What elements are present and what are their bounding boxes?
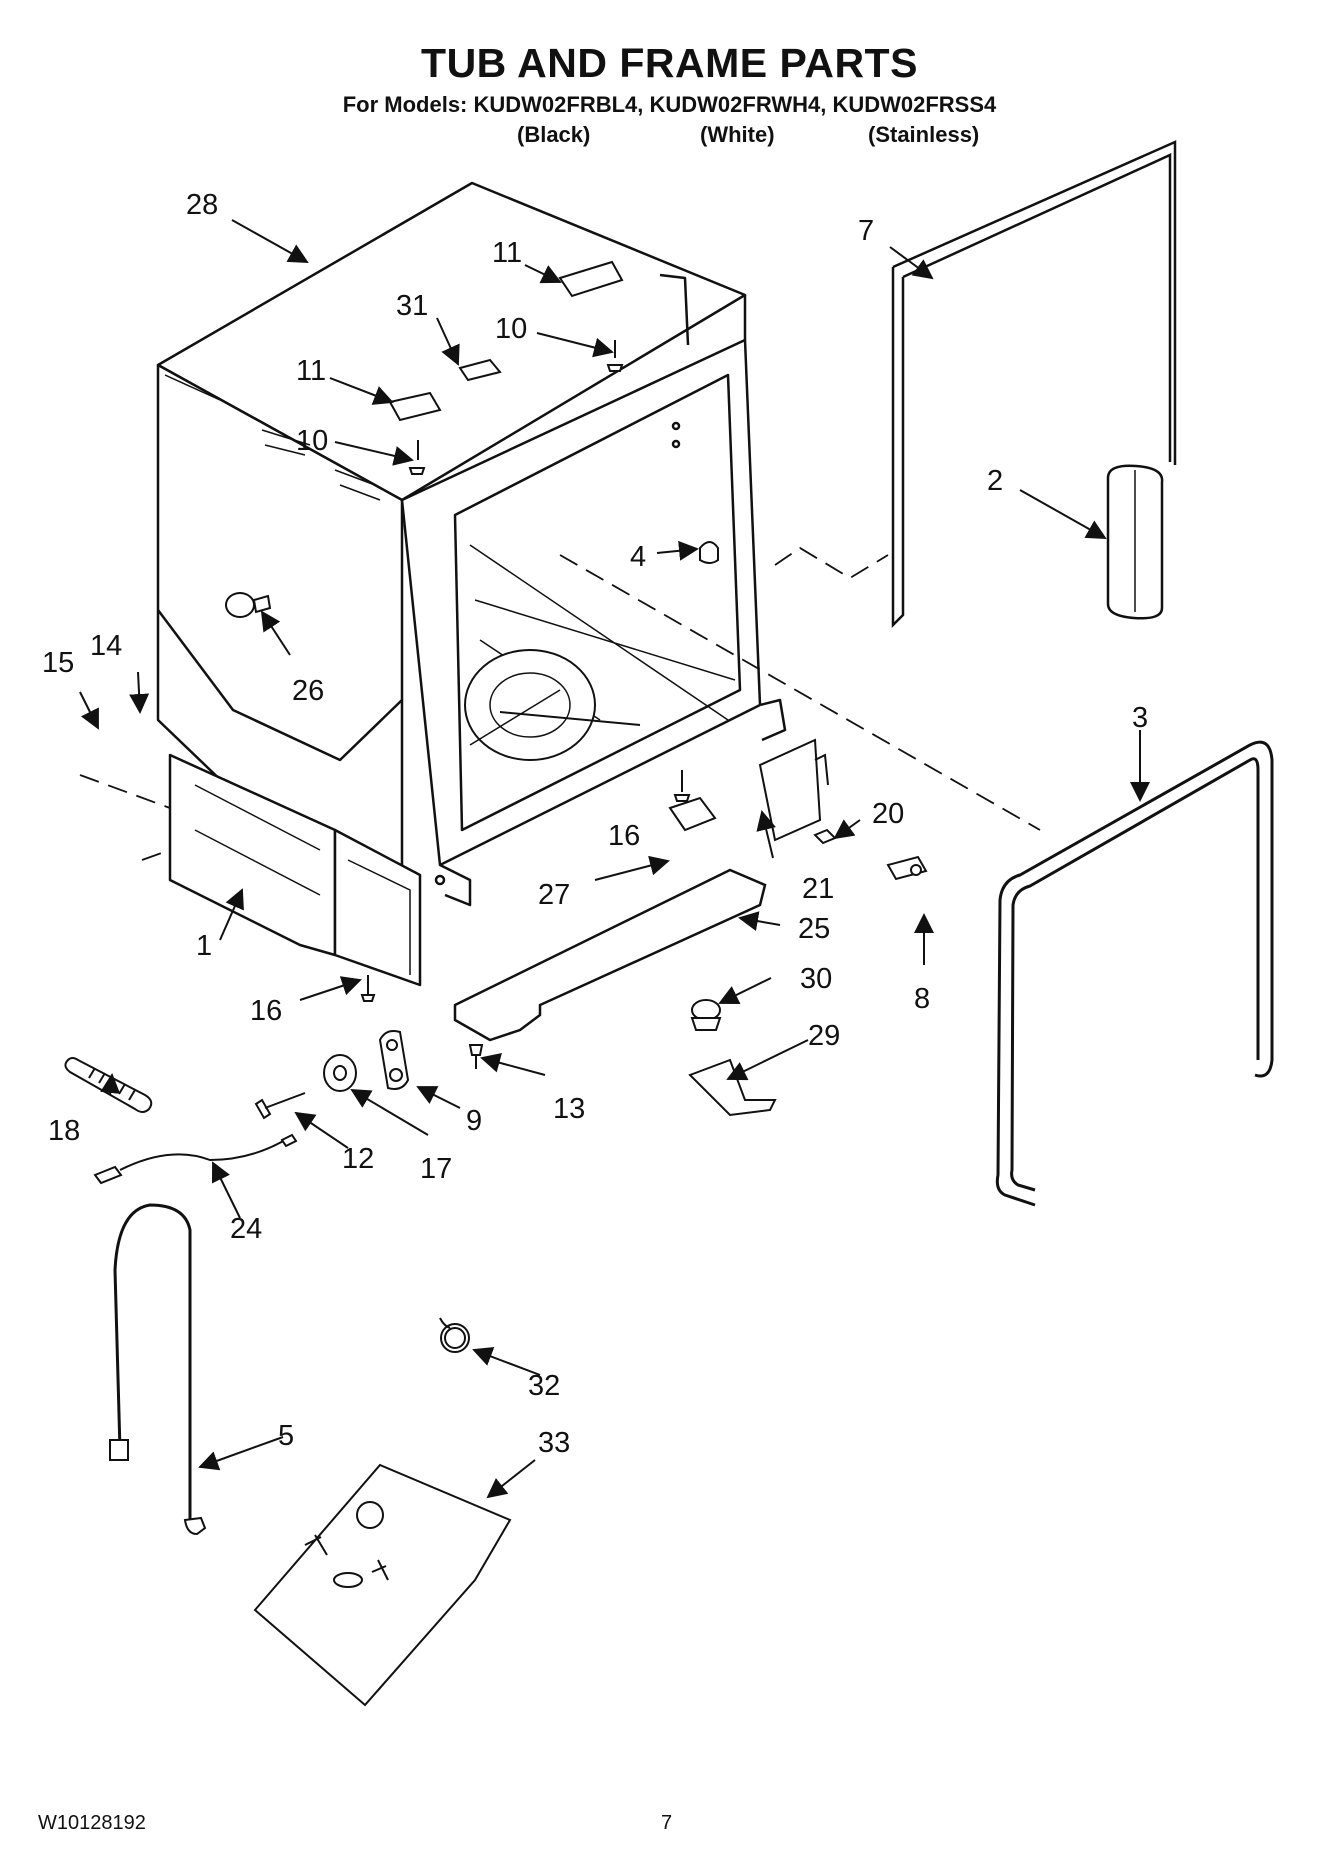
- callout-14: 14: [90, 630, 122, 662]
- callout-labels: 28 7 11 31 10 11 10 2 4 26 15 14 3 20 16…: [42, 189, 1148, 1459]
- callout-21: 21: [802, 873, 834, 905]
- callout-3: 3: [1132, 702, 1148, 734]
- callout-4: 4: [630, 541, 646, 573]
- plate-part-25: [453, 868, 767, 1042]
- callout-13: 13: [553, 1093, 585, 1125]
- callout-16-lower: 16: [250, 995, 282, 1027]
- leader-arrows: [79, 219, 1150, 1499]
- clip-part-4: [699, 541, 719, 564]
- callout-30: 30: [800, 963, 832, 995]
- callout-16-upper: 16: [608, 820, 640, 852]
- callout-27: 27: [538, 879, 570, 911]
- callout-1: 1: [196, 930, 212, 962]
- callout-10-upper: 10: [495, 313, 527, 345]
- hinge-parts: [388, 260, 624, 475]
- small-parts: [64, 770, 777, 1707]
- callout-32: 32: [528, 1370, 560, 1402]
- variant-stainless: (Stainless): [868, 122, 980, 147]
- alignment-lines: [79, 546, 1041, 861]
- callout-18: 18: [48, 1115, 80, 1147]
- callout-15: 15: [42, 647, 74, 679]
- callout-7: 7: [858, 215, 874, 247]
- document-number: W10128192: [38, 1812, 146, 1834]
- callout-20: 20: [872, 798, 904, 830]
- bracket-part-21: [758, 738, 837, 845]
- u-gasket-part-3: [995, 740, 1274, 1207]
- bumper-part-26: [225, 592, 272, 618]
- callout-12: 12: [342, 1143, 374, 1175]
- callout-17: 17: [420, 1153, 452, 1185]
- callout-11-upper: 11: [492, 237, 522, 269]
- callout-26: 26: [292, 675, 324, 707]
- callout-11-lower: 11: [296, 355, 326, 387]
- page-number: 7: [661, 1812, 673, 1834]
- callout-9: 9: [466, 1105, 482, 1137]
- connector-part-8: [886, 855, 928, 881]
- callout-8: 8: [914, 983, 930, 1015]
- tube-part-2: [1106, 464, 1164, 620]
- callout-10-lower: 10: [296, 425, 328, 457]
- gasket-part-7: [891, 140, 1177, 629]
- page-title: TUB AND FRAME PARTS: [421, 40, 918, 86]
- callout-24: 24: [230, 1213, 262, 1245]
- variant-white: (White): [700, 122, 775, 147]
- variant-black: (Black): [517, 122, 591, 147]
- callout-5: 5: [278, 1420, 294, 1452]
- callout-31: 31: [396, 290, 428, 322]
- callout-33: 33: [538, 1427, 570, 1459]
- models-line: For Models: KUDW02FRBL4, KUDW02FRWH4, KU…: [342, 92, 997, 117]
- callout-25: 25: [798, 913, 830, 945]
- clip-part-27: [668, 796, 717, 832]
- tub-assembly: [156, 181, 787, 987]
- callout-2: 2: [987, 465, 1003, 497]
- callout-28: 28: [186, 189, 218, 221]
- callout-29: 29: [808, 1020, 840, 1052]
